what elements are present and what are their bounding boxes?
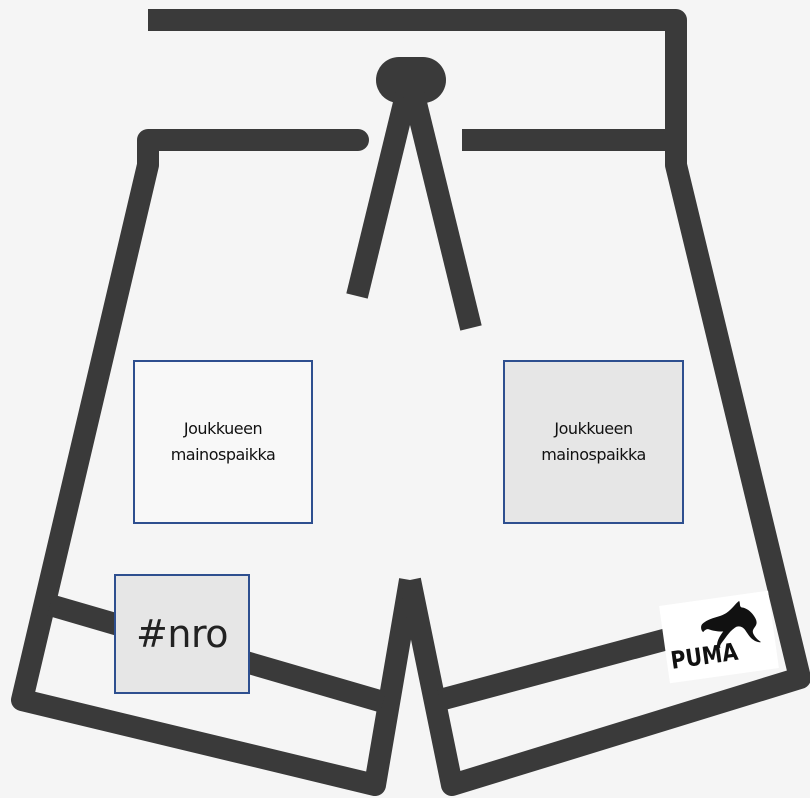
- ad-space-line1-right: Joukkueen: [541, 416, 646, 442]
- team-ad-space-left: Joukkueen mainospaikka: [133, 360, 313, 524]
- ad-space-line1-left: Joukkueen: [171, 416, 276, 442]
- ad-space-line2-left: mainospaikka: [171, 442, 276, 468]
- puma-logo: PUMA: [659, 591, 779, 684]
- drawstring-left: [357, 95, 406, 296]
- number-patch: #nro: [114, 574, 250, 694]
- ad-space-line2-right: mainospaikka: [541, 442, 646, 468]
- team-ad-space-right: Joukkueen mainospaikka: [503, 360, 684, 524]
- ad-space-label-right: Joukkueen mainospaikka: [541, 416, 646, 468]
- ad-space-label-left: Joukkueen mainospaikka: [171, 416, 276, 468]
- number-patch-label: #nro: [136, 612, 228, 656]
